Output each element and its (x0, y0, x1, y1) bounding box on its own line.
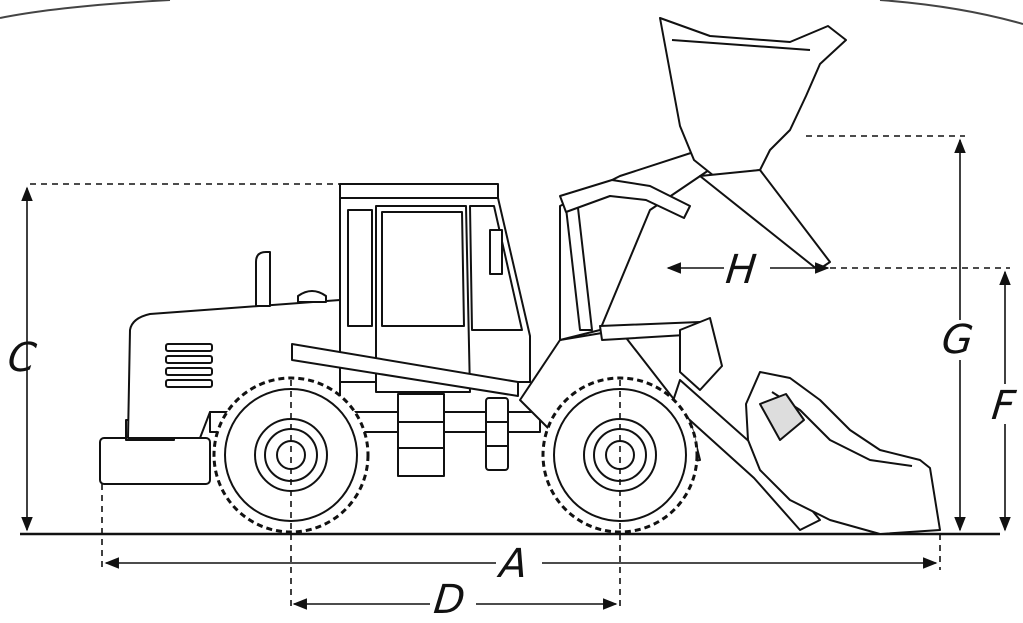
front-wheel (541, 376, 699, 534)
frame-rail (291, 343, 519, 397)
access-steps (397, 393, 445, 477)
rear-bumper (99, 437, 211, 485)
bellcrank (679, 317, 723, 391)
corner-swoosh-right (879, 0, 1023, 25)
exhaust-stack (255, 251, 271, 307)
label-g: G (939, 317, 976, 363)
corner-swoosh-left (0, 0, 171, 19)
air-intake (297, 290, 327, 303)
grille-slat (165, 343, 213, 352)
lowered-bucket-cutting-edge (759, 393, 805, 441)
grille-slat (165, 379, 213, 388)
cab-roof (339, 183, 499, 199)
grille-slat (165, 367, 213, 376)
label-h: H (723, 247, 759, 293)
cab-window-rear (347, 209, 373, 327)
cab-door-window (381, 211, 465, 327)
label-a: A (497, 541, 530, 587)
label-c: C (5, 335, 39, 381)
cab-mirror (489, 229, 503, 275)
lowered-bucket-assembly (671, 371, 941, 535)
grille-slat (165, 355, 213, 364)
lift-arm-assembly (559, 17, 847, 391)
label-f: F (989, 383, 1018, 429)
raised-bucket (659, 17, 847, 177)
articulation-cylinder (485, 397, 509, 471)
lowered-bucket (745, 371, 941, 535)
rear-wheel (212, 376, 370, 534)
raised-bucket-lip (699, 169, 831, 271)
tilt-link (559, 179, 691, 219)
label-d: D (431, 577, 468, 623)
